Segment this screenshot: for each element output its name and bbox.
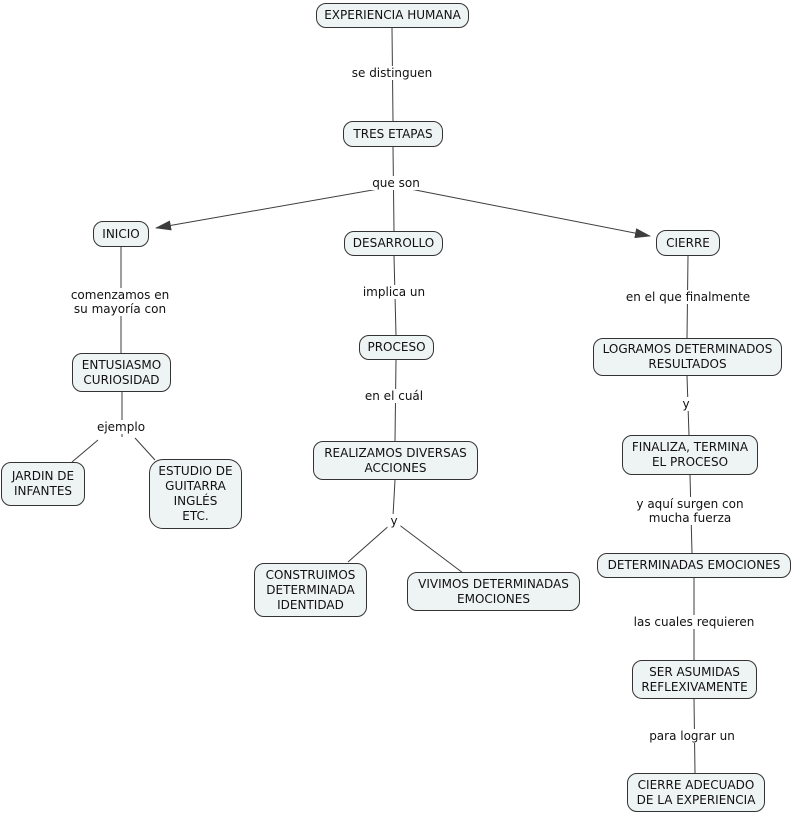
node-vivimos-emociones[interactable]: VIVIMOS DETERMINADAS EMOCIONES <box>407 572 580 611</box>
edge-y-vivimos <box>397 523 464 574</box>
node-jardin-de-infantes[interactable]: JARDIN DE INFANTES <box>1 462 85 506</box>
link-label-en-el-que: en el que finalmente <box>622 290 754 304</box>
link-label-ejemplo: ejemplo <box>93 420 149 434</box>
node-ser-asumidas[interactable]: SER ASUMIDAS REFLEXIVAMENTE <box>632 660 757 699</box>
edge-ejemplo-jardin <box>71 439 99 463</box>
node-cierre[interactable]: CIERRE <box>656 230 720 256</box>
node-cierre-adecuado[interactable]: CIERRE ADECUADO DE LA EXPERIENCIA <box>627 773 765 812</box>
node-desarrollo[interactable]: DESARROLLO <box>344 231 443 256</box>
link-label-en-el-cual: en el cuál <box>361 389 427 403</box>
edge-ejemplo-estudio <box>134 437 156 461</box>
link-label-y-right: y <box>679 397 693 411</box>
link-label-comenzamos: comenzamos en su mayoría con <box>67 288 173 316</box>
link-label-se-distinguen: se distinguen <box>348 66 436 80</box>
node-estudio-de-guitarra[interactable]: ESTUDIO DE GUITARRA INGLÉS ETC. <box>149 459 242 529</box>
edge-tresetapas-cierre <box>399 186 651 239</box>
node-entusiasmo-curiosidad[interactable]: ENTUSIASMO CURIOSIDAD <box>72 353 171 392</box>
node-experiencia-humana[interactable]: EXPERIENCIA HUMANA <box>316 3 469 28</box>
edge-y-construimos <box>347 523 392 563</box>
node-construimos-identidad[interactable]: CONSTRUIMOS DETERMINADA IDENTIDAD <box>254 563 367 617</box>
node-proceso[interactable]: PROCESO <box>359 335 434 360</box>
link-label-que-son: que son <box>369 176 423 190</box>
node-tres-etapas[interactable]: TRES ETAPAS <box>343 121 443 147</box>
link-label-y-aqui: y aquí surgen con mucha fuerza <box>633 497 747 525</box>
link-label-y-mid: y <box>387 514 401 528</box>
node-inicio[interactable]: INICIO <box>93 221 149 247</box>
node-finaliza-proceso[interactable]: FINALIZA, TERMINA EL PROCESO <box>622 435 758 475</box>
edge-tresetapas-inicio <box>155 186 391 231</box>
node-determinadas-emociones[interactable]: DETERMINADAS EMOCIONES <box>597 553 791 578</box>
node-realizamos-acciones[interactable]: REALIZAMOS DIVERSAS ACCIONES <box>313 441 478 480</box>
node-logramos-resultados[interactable]: LOGRAMOS DETERMINADOS RESULTADOS <box>593 338 782 376</box>
link-label-para-lograr: para lograr un <box>646 729 738 743</box>
link-label-implica-un: implica un <box>359 285 429 299</box>
link-label-las-cuales: las cuales requieren <box>630 615 758 629</box>
edge-realizamos-y <box>392 479 396 517</box>
